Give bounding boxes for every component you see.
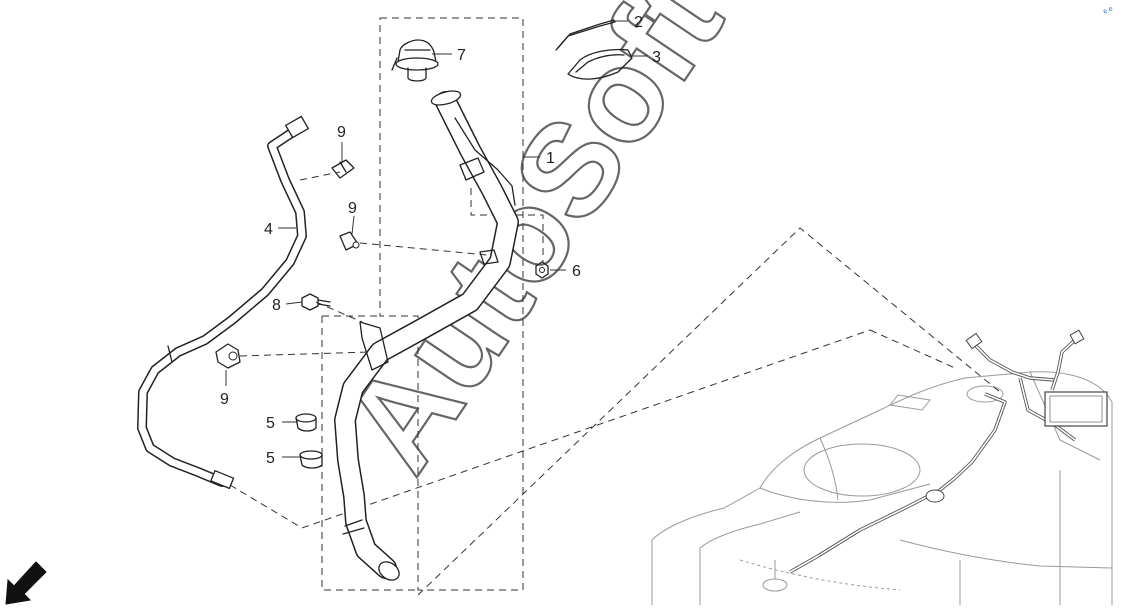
callout-4: 4 <box>264 221 273 238</box>
gasket-part-3 <box>567 48 633 80</box>
corner-mark: e e <box>1102 5 1114 16</box>
callout-7: 7 <box>457 47 466 64</box>
callouts: 1 2 3 4 5 5 6 7 8 9 9 9 <box>220 14 661 467</box>
callout-9a: 9 <box>337 124 346 141</box>
fuel-tank <box>651 371 1113 605</box>
leader-lines <box>225 20 648 458</box>
clip-part-9-upper <box>331 159 355 179</box>
callout-5a: 5 <box>266 415 275 432</box>
arrow-down-left-icon[interactable] <box>5 561 47 605</box>
fuel-cap-part-7 <box>391 39 439 82</box>
callout-3: 3 <box>652 49 661 66</box>
vent-hose-part-4 <box>137 115 310 490</box>
callout-5b: 5 <box>266 450 275 467</box>
bolt-part-8 <box>301 293 331 311</box>
callout-1: 1 <box>546 150 555 167</box>
clip-part-9-middle <box>339 231 360 251</box>
nut-part-6 <box>535 261 549 279</box>
filler-neck-part-1 <box>334 90 519 581</box>
clip-part-9-lower <box>215 343 241 369</box>
callout-8: 8 <box>272 297 281 314</box>
callout-6: 6 <box>572 263 581 280</box>
seal-strip-part-2 <box>555 19 616 51</box>
callout-9c: 9 <box>220 391 229 408</box>
callout-9b: 9 <box>348 200 357 217</box>
callout-2: 2 <box>634 14 643 31</box>
grommet-part-5-lower <box>299 450 323 469</box>
assembly-boxes <box>321 17 524 591</box>
grommet-part-5-upper <box>295 413 317 432</box>
watermark-text: AutoSoft <box>316 0 749 496</box>
tank-vent-tubes <box>789 329 1108 574</box>
